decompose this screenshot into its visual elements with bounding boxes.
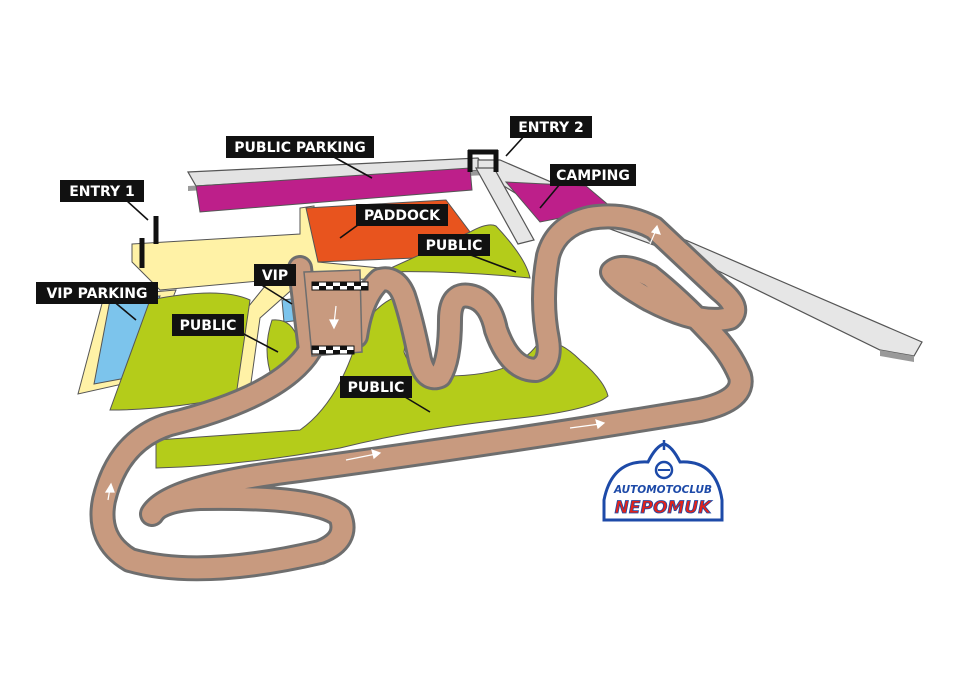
- label-public-parking-text: PUBLIC PARKING: [234, 140, 365, 156]
- direction-arrows: [104, 224, 661, 501]
- club-logo: AUTOMOTOCLUB NEPOMUK: [602, 440, 724, 522]
- pit-lane: [303, 269, 363, 357]
- label-entry-1-text: ENTRY 1: [69, 184, 135, 200]
- label-paddock: PADDOCK: [356, 204, 448, 226]
- label-public-west: PUBLIC: [172, 314, 244, 336]
- label-vip: VIP: [254, 264, 296, 286]
- label-public-parking: PUBLIC PARKING: [226, 136, 374, 158]
- entry-1-gate-icon: [139, 216, 159, 268]
- label-vip-text: VIP: [262, 268, 288, 284]
- label-public-center-text: PUBLIC: [348, 380, 405, 396]
- label-public-north-text: PUBLIC: [426, 238, 483, 254]
- entry-2-gate-icon: [467, 149, 499, 172]
- label-camping: CAMPING: [550, 164, 636, 186]
- label-entry-2: ENTRY 2: [510, 116, 592, 138]
- label-vip-parking: VIP PARKING: [36, 282, 158, 304]
- checkered-line-pit: [311, 345, 355, 355]
- label-public-center: PUBLIC: [340, 376, 412, 398]
- label-public-west-text: PUBLIC: [180, 318, 237, 334]
- label-pointers: [111, 133, 561, 413]
- label-paddock-text: PADDOCK: [364, 208, 441, 224]
- label-entry-1: ENTRY 1: [60, 180, 144, 202]
- race-track: [89, 203, 754, 582]
- logo-line2: NEPOMUK: [615, 498, 713, 518]
- label-camping-text: CAMPING: [556, 168, 630, 184]
- public-parking-area: [195, 167, 473, 213]
- label-vip-parking-text: VIP PARKING: [46, 286, 147, 302]
- label-entry-2-text: ENTRY 2: [518, 120, 584, 136]
- checkered-line: [311, 281, 369, 291]
- logo-line1: AUTOMOTOCLUB: [613, 484, 712, 496]
- label-public-north: PUBLIC: [418, 234, 490, 256]
